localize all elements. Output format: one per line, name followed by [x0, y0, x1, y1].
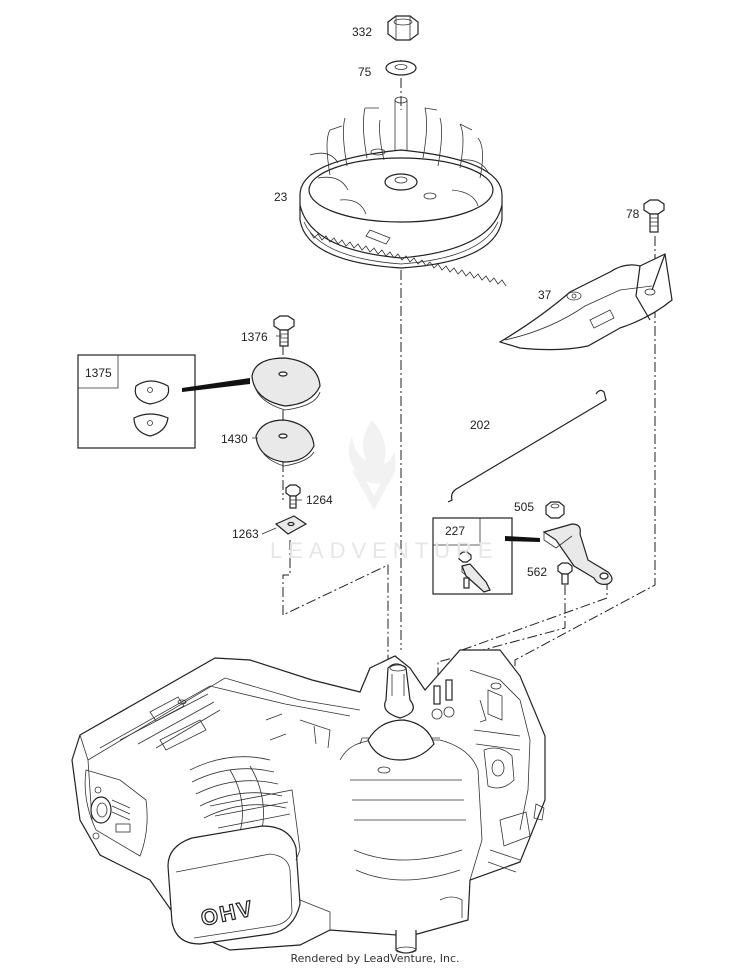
part-label-23[interactable]: 23: [274, 190, 288, 204]
part-label-227[interactable]: 227: [445, 524, 466, 538]
engine-block: OHV: [71, 649, 546, 954]
governor-lever: [542, 523, 613, 585]
screw-562: [557, 562, 573, 585]
washer-75: [385, 60, 417, 76]
leader-lines: [252, 335, 302, 535]
part-label-1264[interactable]: 1264: [306, 493, 333, 507]
link-rod-202: [447, 389, 607, 503]
nut-505: [545, 501, 565, 519]
part-label-1430[interactable]: 1430: [221, 432, 248, 446]
footer-credit: Rendered by LeadVenture, Inc.: [290, 952, 460, 965]
part-label-37[interactable]: 37: [538, 288, 552, 302]
part-label-505[interactable]: 505: [514, 500, 535, 514]
watermark-logo: [348, 420, 396, 510]
kit-box-1375: [77, 354, 250, 449]
part-label-562[interactable]: 562: [527, 565, 548, 579]
kit-box-227: [432, 517, 540, 595]
hex-nut-332: [387, 15, 419, 41]
part-label-78[interactable]: 78: [626, 207, 640, 221]
part-label-1375[interactable]: 1375: [85, 366, 112, 380]
part-label-1263[interactable]: 1263: [232, 527, 259, 541]
shim-1430: [255, 419, 315, 467]
plate-1263: [274, 515, 308, 535]
part-label-332[interactable]: 332: [352, 25, 373, 39]
shim-plate: [251, 357, 321, 411]
watermark-text: LEADVENTURE: [270, 538, 499, 563]
part-label-1376[interactable]: 1376: [241, 330, 268, 344]
part-label-75[interactable]: 75: [358, 65, 372, 79]
assembly-lines: [282, 60, 656, 700]
ignition-armature-37: [498, 253, 673, 351]
part-label-202[interactable]: 202: [470, 418, 491, 432]
flywheel-23: [299, 96, 507, 287]
bolt-78: [643, 199, 665, 233]
screw-1264: [285, 484, 301, 509]
screw-1376: [273, 315, 295, 347]
